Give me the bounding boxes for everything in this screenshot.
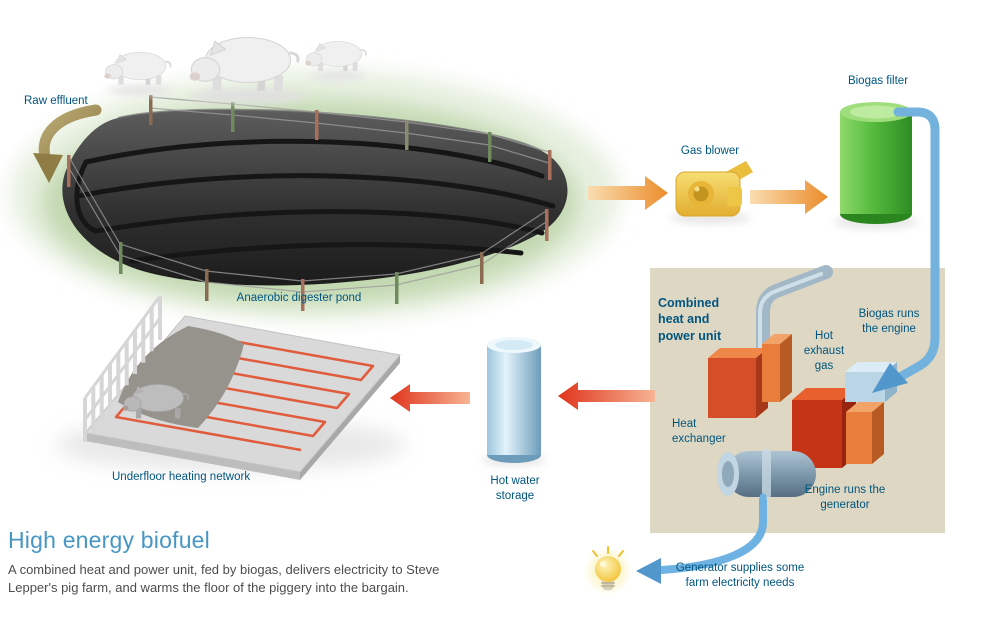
chp-unit-label: Combined heat and power unit (658, 296, 722, 343)
biogas-pipe (872, 107, 940, 393)
digester-pond-illustration (10, 70, 620, 320)
arrow-chp-to-storage (558, 382, 655, 410)
pigs-illustration (103, 36, 367, 103)
raw-effluent-arrow (33, 104, 102, 183)
pond-fence (67, 95, 552, 311)
biogas-runs-engine-label: Biogas runs the engine (858, 308, 920, 336)
heat-exchanger-label: Heat exchanger (672, 418, 726, 446)
page-title: High energy biofuel (8, 527, 210, 553)
hot-water-storage-illustration (482, 337, 546, 466)
arrow-blower-to-filter (750, 180, 828, 214)
digester-pond-label: Anaerobic digester pond (236, 292, 362, 304)
arrow-pond-to-blower (588, 176, 668, 210)
page-description: A combined heat and power unit, fed by b… (8, 562, 440, 596)
piggery-fence (83, 295, 162, 442)
gas-blower-illustration (670, 161, 753, 224)
underfloor-heating-illustration (55, 295, 405, 480)
pig-icon (304, 40, 367, 72)
engine-runs-generator-label: Engine runs the generator (804, 484, 886, 512)
hot-exhaust-gas-label: Hot exhaust gas (803, 330, 845, 373)
heat-exchanger-illustration (708, 334, 792, 418)
hot-water-storage-label: Hot water storage (490, 475, 540, 503)
raw-effluent-label: Raw effluent (24, 95, 88, 107)
biogas-filter-illustration (834, 102, 918, 229)
generator-illustration (792, 388, 884, 468)
electricity-arrow (636, 496, 767, 584)
generator-supplies-label: Generator supplies some farm electricity… (675, 562, 805, 590)
gas-blower-label: Gas blower (680, 145, 740, 157)
pig-icon (103, 51, 172, 86)
underfloor-heating-label: Underfloor heating network (112, 471, 251, 483)
lightbulb-icon (589, 546, 627, 591)
engine-illustration (717, 449, 816, 499)
arrow-storage-to-floor (390, 384, 470, 412)
biogas-filter-label: Biogas filter (847, 75, 909, 87)
